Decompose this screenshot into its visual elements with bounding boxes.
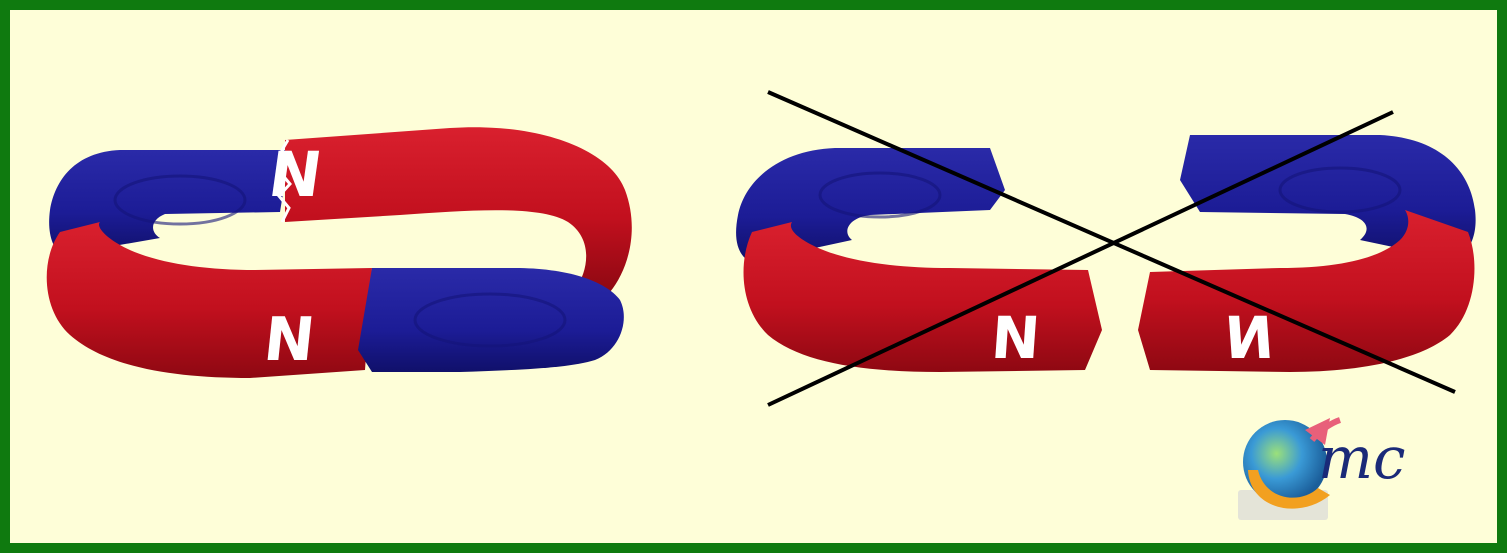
lower-magnet-south-arm [358, 268, 624, 372]
right-left-magnet-north-label: N [989, 304, 1042, 372]
upper-magnet-north-label: N [264, 138, 326, 211]
logo-letters: тс [1318, 424, 1405, 492]
lower-magnet-north-label: N [261, 305, 319, 375]
right-right-magnet-north-label: N [1223, 304, 1276, 372]
